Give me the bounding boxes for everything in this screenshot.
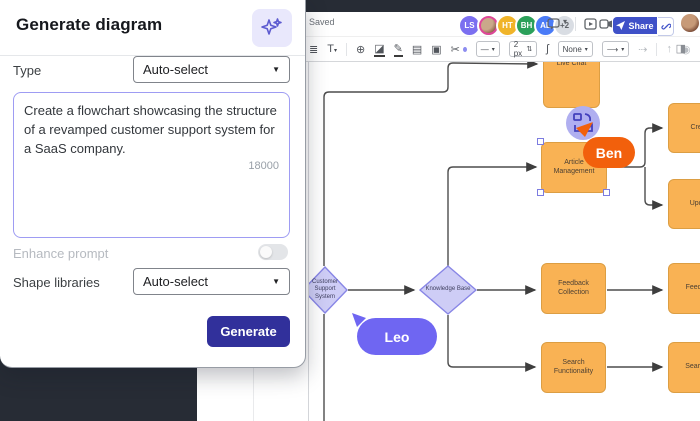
character-count: 18000 <box>248 160 279 172</box>
panel-title: Generate diagram <box>16 15 163 34</box>
share-button-label: Share <box>628 20 654 31</box>
magnet-icon[interactable]: ◉ <box>680 43 691 56</box>
text-style-icon[interactable]: T▾ <box>327 43 337 55</box>
image-icon[interactable]: ▤ <box>411 43 423 56</box>
enhance-prompt-label: Enhance prompt <box>13 246 109 261</box>
chevron-down-icon: ▼ <box>272 277 280 286</box>
fill-color-icon[interactable]: ◪ <box>374 42 385 57</box>
stroke-width-stepper[interactable]: 2 px⇅ <box>508 40 538 58</box>
selection-handle-bottom-left[interactable] <box>537 189 544 196</box>
account-avatar[interactable] <box>681 14 699 32</box>
align-icon[interactable]: ≣ <box>309 43 319 56</box>
prompt-text: Create a flowchart showcasing the struct… <box>24 103 277 156</box>
right-panel-toggle-icon[interactable]: ◨ <box>675 43 686 55</box>
topbar-separator <box>575 17 576 31</box>
ben-cursor-label: Ben <box>583 137 635 168</box>
bring-forward-icon[interactable]: ↑ <box>666 43 672 55</box>
curve-type-icon[interactable]: ʃ <box>546 43 549 55</box>
node-customer-support-system[interactable]: Customer Support System <box>311 279 338 300</box>
selection-handle-bottom-right[interactable] <box>603 189 610 196</box>
shape-libraries-value: Auto-select <box>143 274 209 289</box>
node-create-truncated[interactable]: Create <box>668 103 700 153</box>
shape-libraries-label: Shape libraries <box>13 275 100 290</box>
node-feedback-truncated[interactable]: Feedback <box>668 263 700 314</box>
scissors-icon[interactable]: ✂ <box>450 43 460 56</box>
comment-icon[interactable] <box>547 18 560 30</box>
shape-libraries-select[interactable]: Auto-select ▼ <box>133 268 290 295</box>
video-camera-icon[interactable] <box>599 18 613 30</box>
header-divider <box>0 55 305 56</box>
color-dot-icon[interactable] <box>462 46 467 52</box>
node-search-functionality[interactable]: Search Functionality <box>541 342 606 393</box>
arrow-end-select[interactable]: ⟶▾ <box>601 41 630 57</box>
diagram-canvas[interactable] <box>308 60 700 421</box>
link-icon <box>660 23 671 29</box>
share-button[interactable]: Share <box>613 17 657 34</box>
generate-diagram-panel: Generate diagram Type Auto-select ▼ Crea… <box>0 0 306 368</box>
line-start-select[interactable]: None▾ <box>557 41 593 57</box>
paper-plane-icon <box>616 21 626 30</box>
toggle-knob <box>260 246 272 258</box>
leo-cursor-label: Leo <box>357 318 437 355</box>
magic-sparkle-button[interactable] <box>252 9 292 47</box>
type-label: Type <box>13 63 42 78</box>
toolbar-separator <box>656 42 658 56</box>
present-icon[interactable] <box>584 18 597 30</box>
save-status: Saved <box>309 17 335 27</box>
chevron-down-icon: ▼ <box>272 65 280 74</box>
leo-cursor-icon <box>352 313 366 327</box>
ben-cursor-icon <box>576 122 593 137</box>
enhance-prompt-toggle[interactable] <box>258 244 288 260</box>
node-search-truncated[interactable]: Search by <box>668 342 700 393</box>
dashed-arrow-icon[interactable]: ⇢ <box>638 43 648 56</box>
chevron-down-icon[interactable]: ▾ <box>563 17 568 26</box>
selection-handle-top-left[interactable] <box>537 138 544 145</box>
type-select-value: Auto-select <box>143 62 209 77</box>
node-knowledge-base[interactable]: Knowledge Base <box>425 286 471 293</box>
pencil-color-icon[interactable]: ✎ <box>393 42 403 57</box>
type-select[interactable]: Auto-select ▼ <box>133 56 290 83</box>
copy-link-button[interactable] <box>658 17 674 36</box>
sparkle-icon <box>261 18 282 35</box>
generate-button[interactable]: Generate <box>207 316 290 347</box>
line-style-select[interactable]: —▾ <box>475 41 500 57</box>
node-update-truncated[interactable]: Update <box>668 179 700 229</box>
lock-icon[interactable]: ▣ <box>431 43 442 56</box>
toolbar-separator <box>345 42 347 56</box>
prompt-textarea[interactable]: Create a flowchart showcasing the struct… <box>13 92 290 238</box>
node-feedback-collection[interactable]: Feedback Collection <box>541 263 606 314</box>
shape-icon[interactable]: ⊕ <box>355 43 366 56</box>
